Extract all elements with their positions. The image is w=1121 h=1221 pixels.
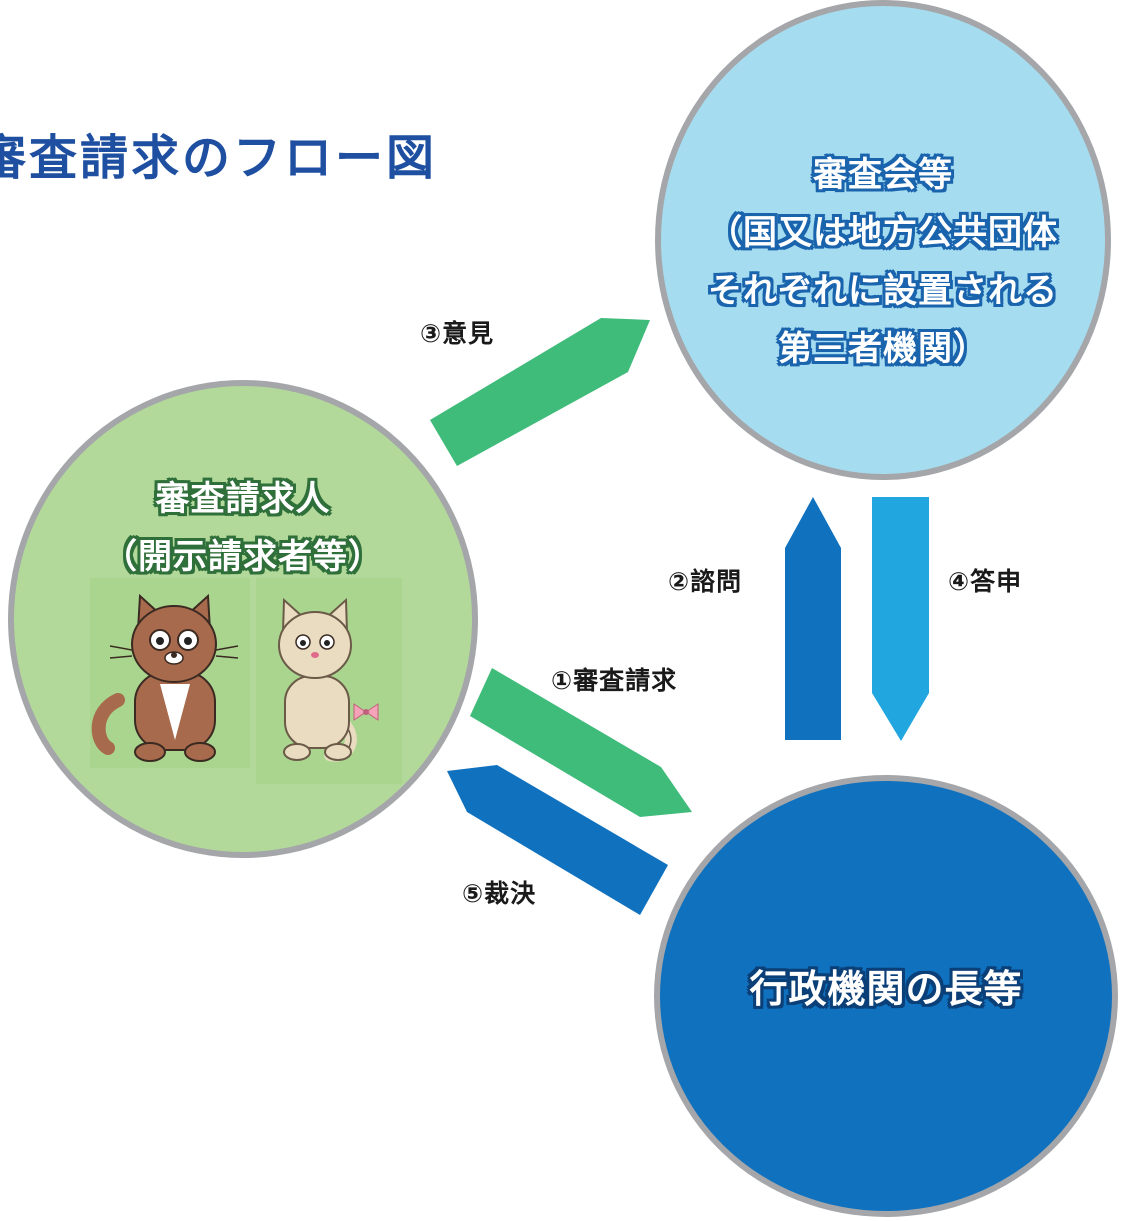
council-label-line: 審査会等 [813,155,953,195]
inquiry-arrow [785,497,841,740]
council-node [655,0,1111,480]
request-arrow [470,668,692,817]
council-label-line: 第三者機関） [778,329,988,369]
agency-label: 行政機関の長等 [654,965,1118,1013]
cream-cat-illustration [278,597,379,762]
report-arrow [872,497,929,741]
applicant-label-line: 審査請求人 [155,479,331,519]
decision-arrow [447,765,668,915]
report-label: ④答申 [948,567,1023,596]
brown-cat-illustration [91,593,239,762]
council-label-line: それぞれに設置される [708,271,1058,311]
opinion-label: ③意見 [420,319,495,348]
council-label-line: （国又は地方公共団体 [708,213,1058,253]
agency-label-line: 行政機関の長等 [749,967,1023,1011]
applicant-label: 審査請求人 （開示請求者等） [8,470,478,586]
inquiry-label: ②諮問 [668,567,743,596]
page-title: 審査請求のフロー図 [0,130,438,186]
applicant-label-line: （開示請求者等） [103,537,383,577]
request-label: ①審査請求 [551,666,678,695]
decision-label: ⑤裁決 [462,879,537,908]
council-label: 審査会等 （国又は地方公共団体 それぞれに設置される 第三者機関） [655,146,1111,378]
agency-node [654,775,1118,1217]
opinion-arrow [430,318,650,466]
